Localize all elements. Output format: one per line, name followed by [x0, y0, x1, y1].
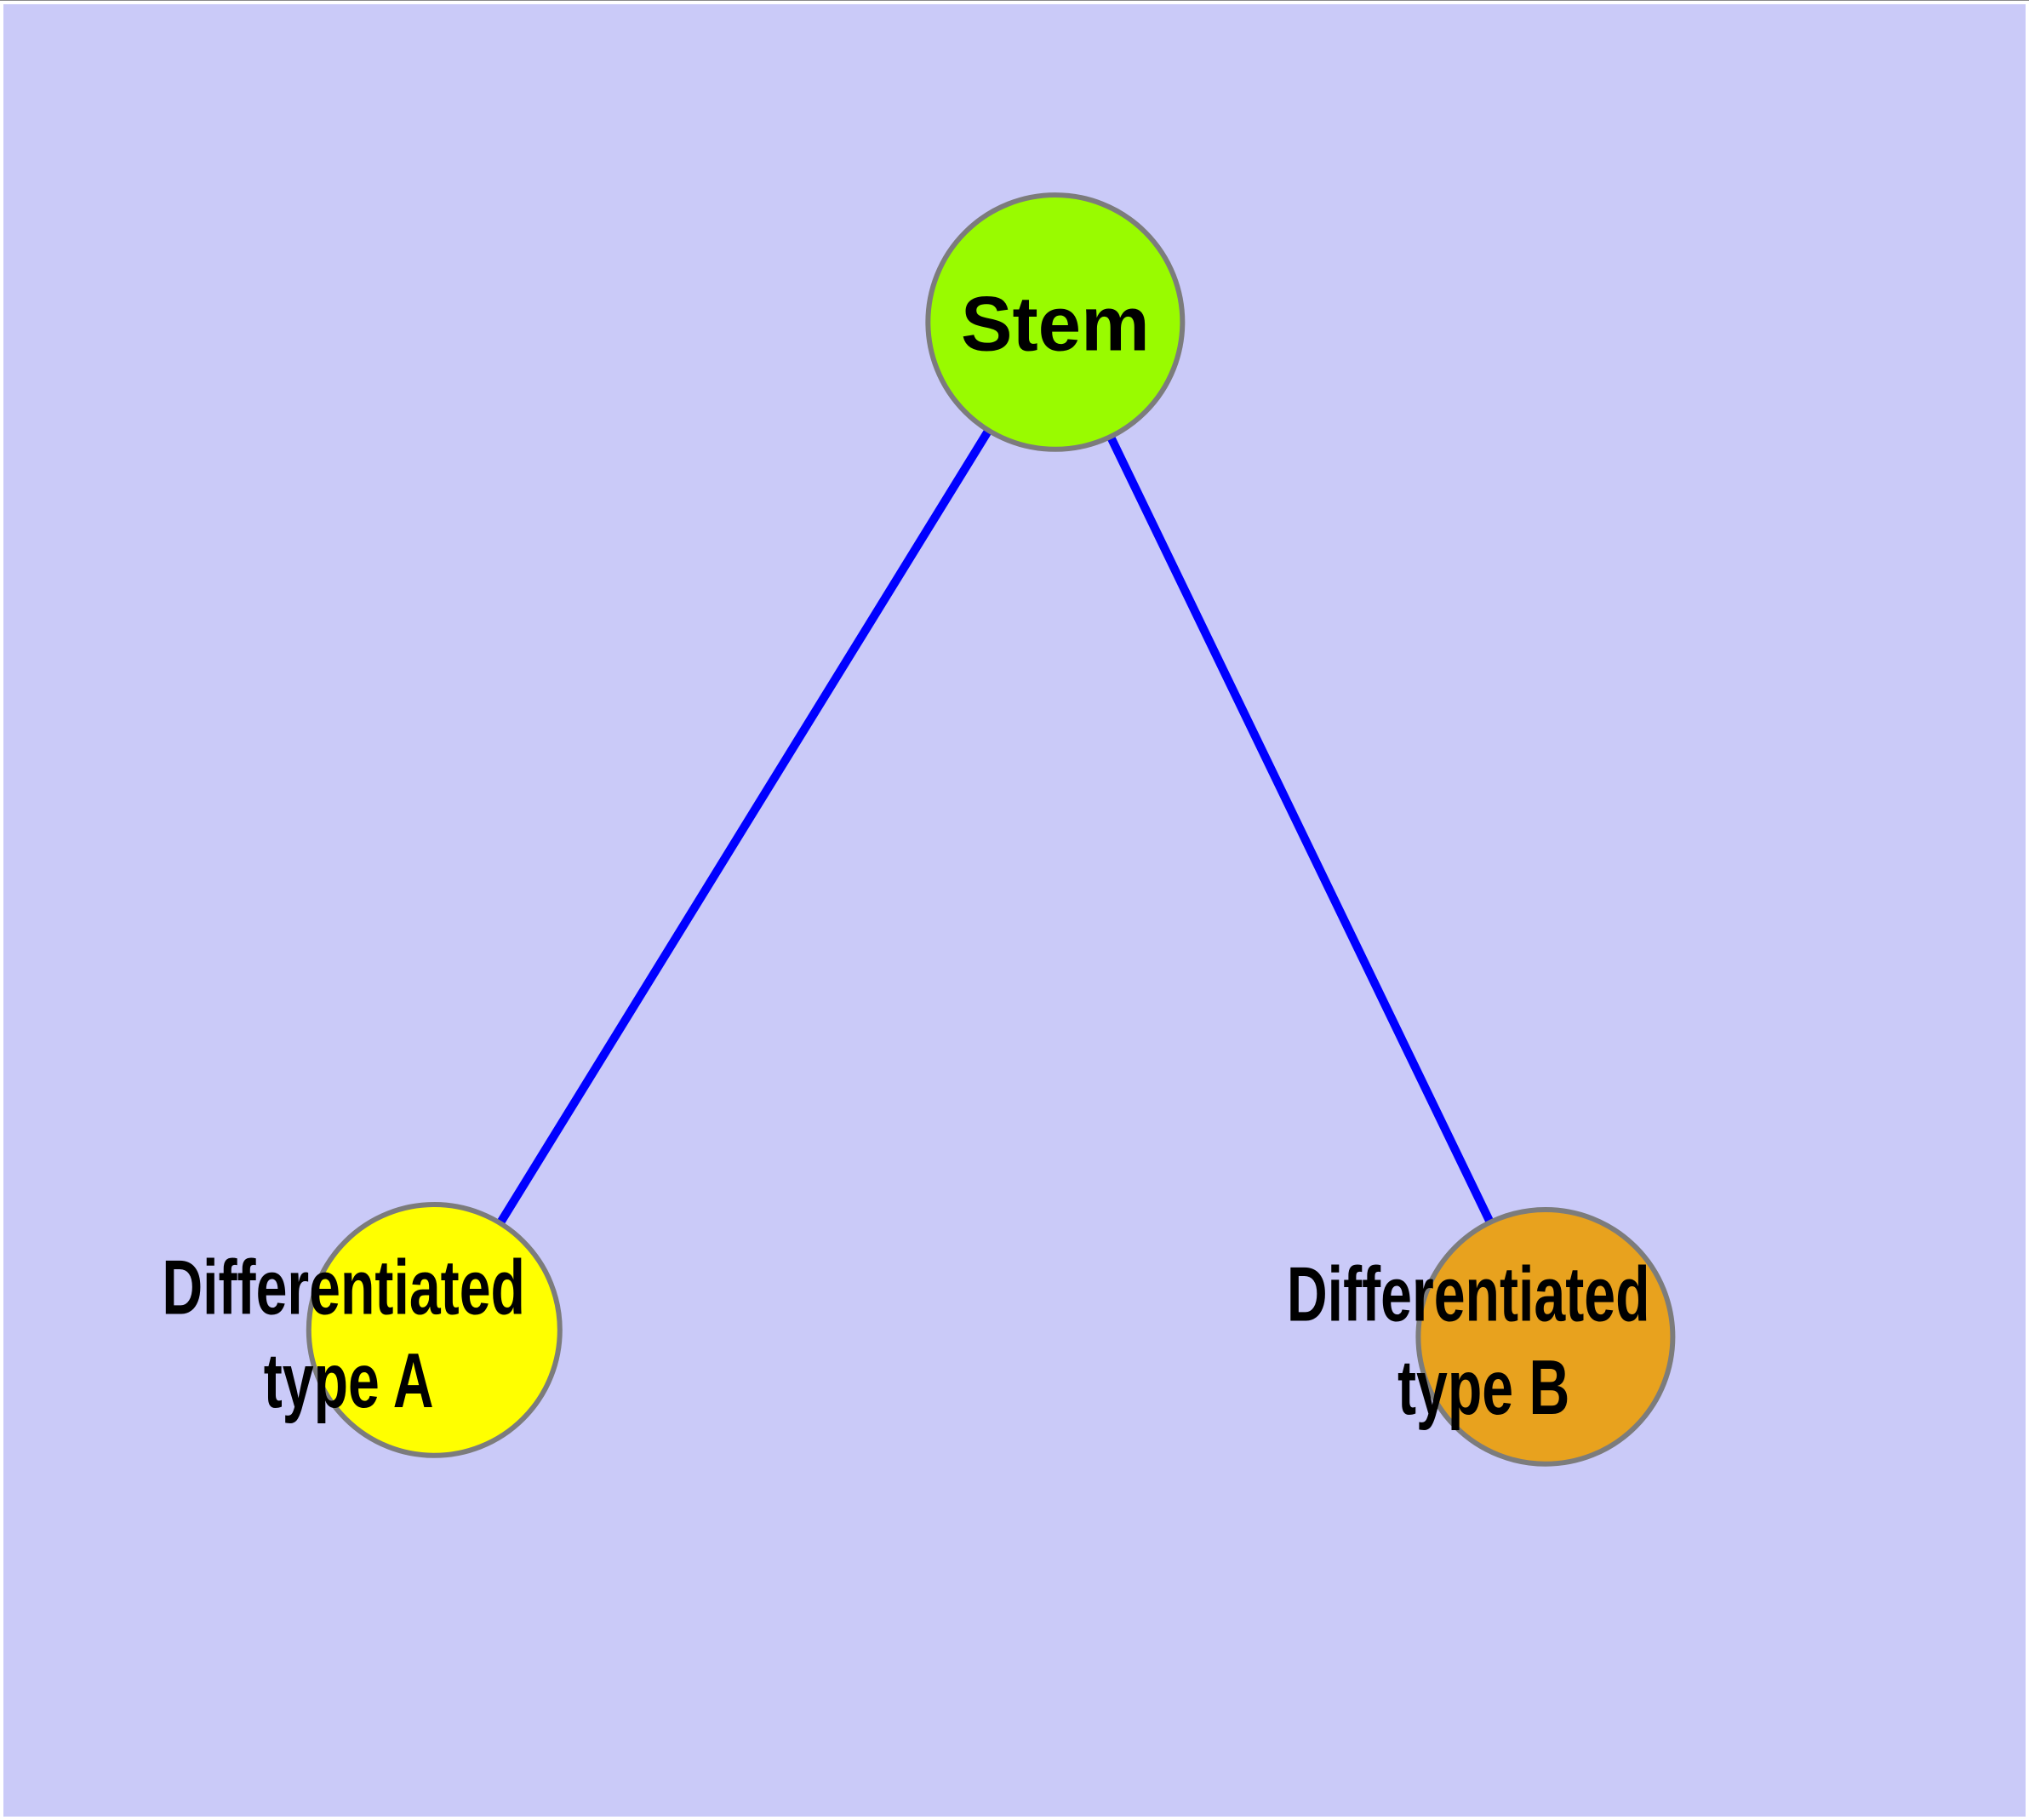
edge-stem-to-type-b: [1051, 320, 1550, 1339]
node-type-b-label-line1: Differentiated: [1287, 1251, 1650, 1337]
edge-stem-to-type-a: [431, 319, 1060, 1333]
graph-diagram: Stem Differentiated type A Differentiate…: [3, 4, 2026, 1817]
node-type-b-circle: [1415, 1207, 1676, 1467]
node-type-a-label-line2: type A: [264, 1337, 434, 1424]
node-stem-circle: [925, 192, 1186, 452]
node-type-b-label-line2: type B: [1397, 1344, 1569, 1431]
node-type-a-circle: [306, 1202, 563, 1458]
node-type-a-label: Differentiated type A: [162, 1244, 525, 1423]
node-stem-label: Stem: [961, 281, 1150, 367]
node-type-b-label: Differentiated type B: [1287, 1251, 1650, 1430]
node-type-a-label-line1: Differentiated: [162, 1244, 525, 1331]
